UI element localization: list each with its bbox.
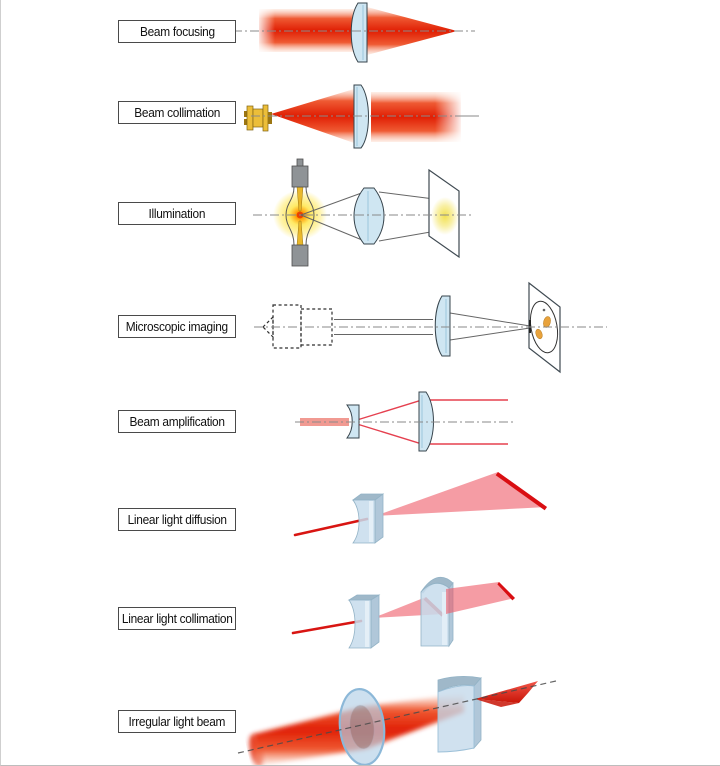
beam-focusing-diagram [233,2,475,63]
imaging-lens [434,295,451,357]
converging-ray-top [449,312,531,327]
label-beam-collimation: Beam collimation [118,101,236,124]
label-beam-amplification-text: Beam amplification [129,414,225,429]
label-beam-collimation-text: Beam collimation [134,105,220,120]
label-linear-light-collimation-text: Linear light collimation [121,611,233,626]
disk-inner-ring [349,704,375,750]
collimated-beam-far-edge [497,582,515,601]
square-cylinder-lens [437,676,482,753]
diffused-fan-beam [375,472,547,516]
ray-lamp-to-lens-bottom [300,214,368,243]
diode-pin [244,111,248,117]
cyl-lens-side-face [374,493,384,544]
fan-far-edge [495,472,547,511]
diode-body [252,108,264,128]
cylindrical-lens-small-2 [347,594,381,649]
label-beam-focusing: Beam focusing [118,20,236,43]
illumination-diagram [253,158,473,267]
optical-axis-row8 [237,680,557,754]
label-illumination-text: Illumination [148,206,206,221]
lamp-glass-tube [285,186,315,246]
linear-light-diffusion-diagram [293,472,547,544]
thin-laser-line-2 [291,619,363,635]
label-microscopic-imaging-text: Microscopic imaging [125,319,229,334]
cyl2-side-face [370,594,380,649]
label-linear-light-diffusion: Linear light diffusion [118,508,236,531]
square-lens-front-face [437,685,475,753]
beam-amplification-diagram [295,391,513,452]
label-beam-focusing-text: Beam focusing [139,24,215,39]
diode-pin-2 [244,119,248,125]
microscopic-imaging-diagram [254,281,607,374]
cyl-lens-highlight [369,501,373,542]
collimated-line-beam [446,582,515,614]
diode-emitter-nub [268,112,272,124]
cyl-large-highlight [442,592,447,645]
label-irregular-light-beam: Irregular light beam [118,710,236,733]
diode-front-flange [262,104,269,132]
label-linear-light-diffusion-text: Linear light diffusion [127,512,227,527]
circular-lens-disk [338,688,386,765]
lamp-cap-top [291,165,309,188]
label-microscopic-imaging: Microscopic imaging [118,315,236,338]
irregular-light-beam-diagram [237,676,557,765]
label-linear-light-collimation: Linear light collimation [118,607,236,630]
collimated-beam-fade [435,90,463,144]
beam-collimation-diagram [244,84,479,149]
exit-fan-underside [475,699,519,707]
ray-lamp-to-lens-top [300,190,368,216]
label-illumination: Illumination [118,202,236,225]
square-lens-side-face [473,676,482,750]
label-beam-amplification: Beam amplification [118,410,236,433]
screen-glow-spot [431,197,459,235]
cylindrical-lens-small [351,493,385,544]
specimen-dot [542,308,546,312]
thin-laser-line [293,517,369,537]
lamp-cap-bottom [291,244,309,267]
diode-flange [246,105,254,131]
focusing-lens [350,2,368,63]
cyl2-highlight [365,601,369,647]
linear-light-collimation-diagram [291,576,515,649]
diverging-cone-beam [271,89,354,143]
laser-diode [244,104,272,132]
converging-ray-bottom [449,327,531,341]
arc-lamp [285,158,315,267]
specimen-blob-1 [535,328,543,340]
illumination-screen [428,168,460,259]
label-irregular-light-beam-text: Irregular light beam [128,714,226,729]
